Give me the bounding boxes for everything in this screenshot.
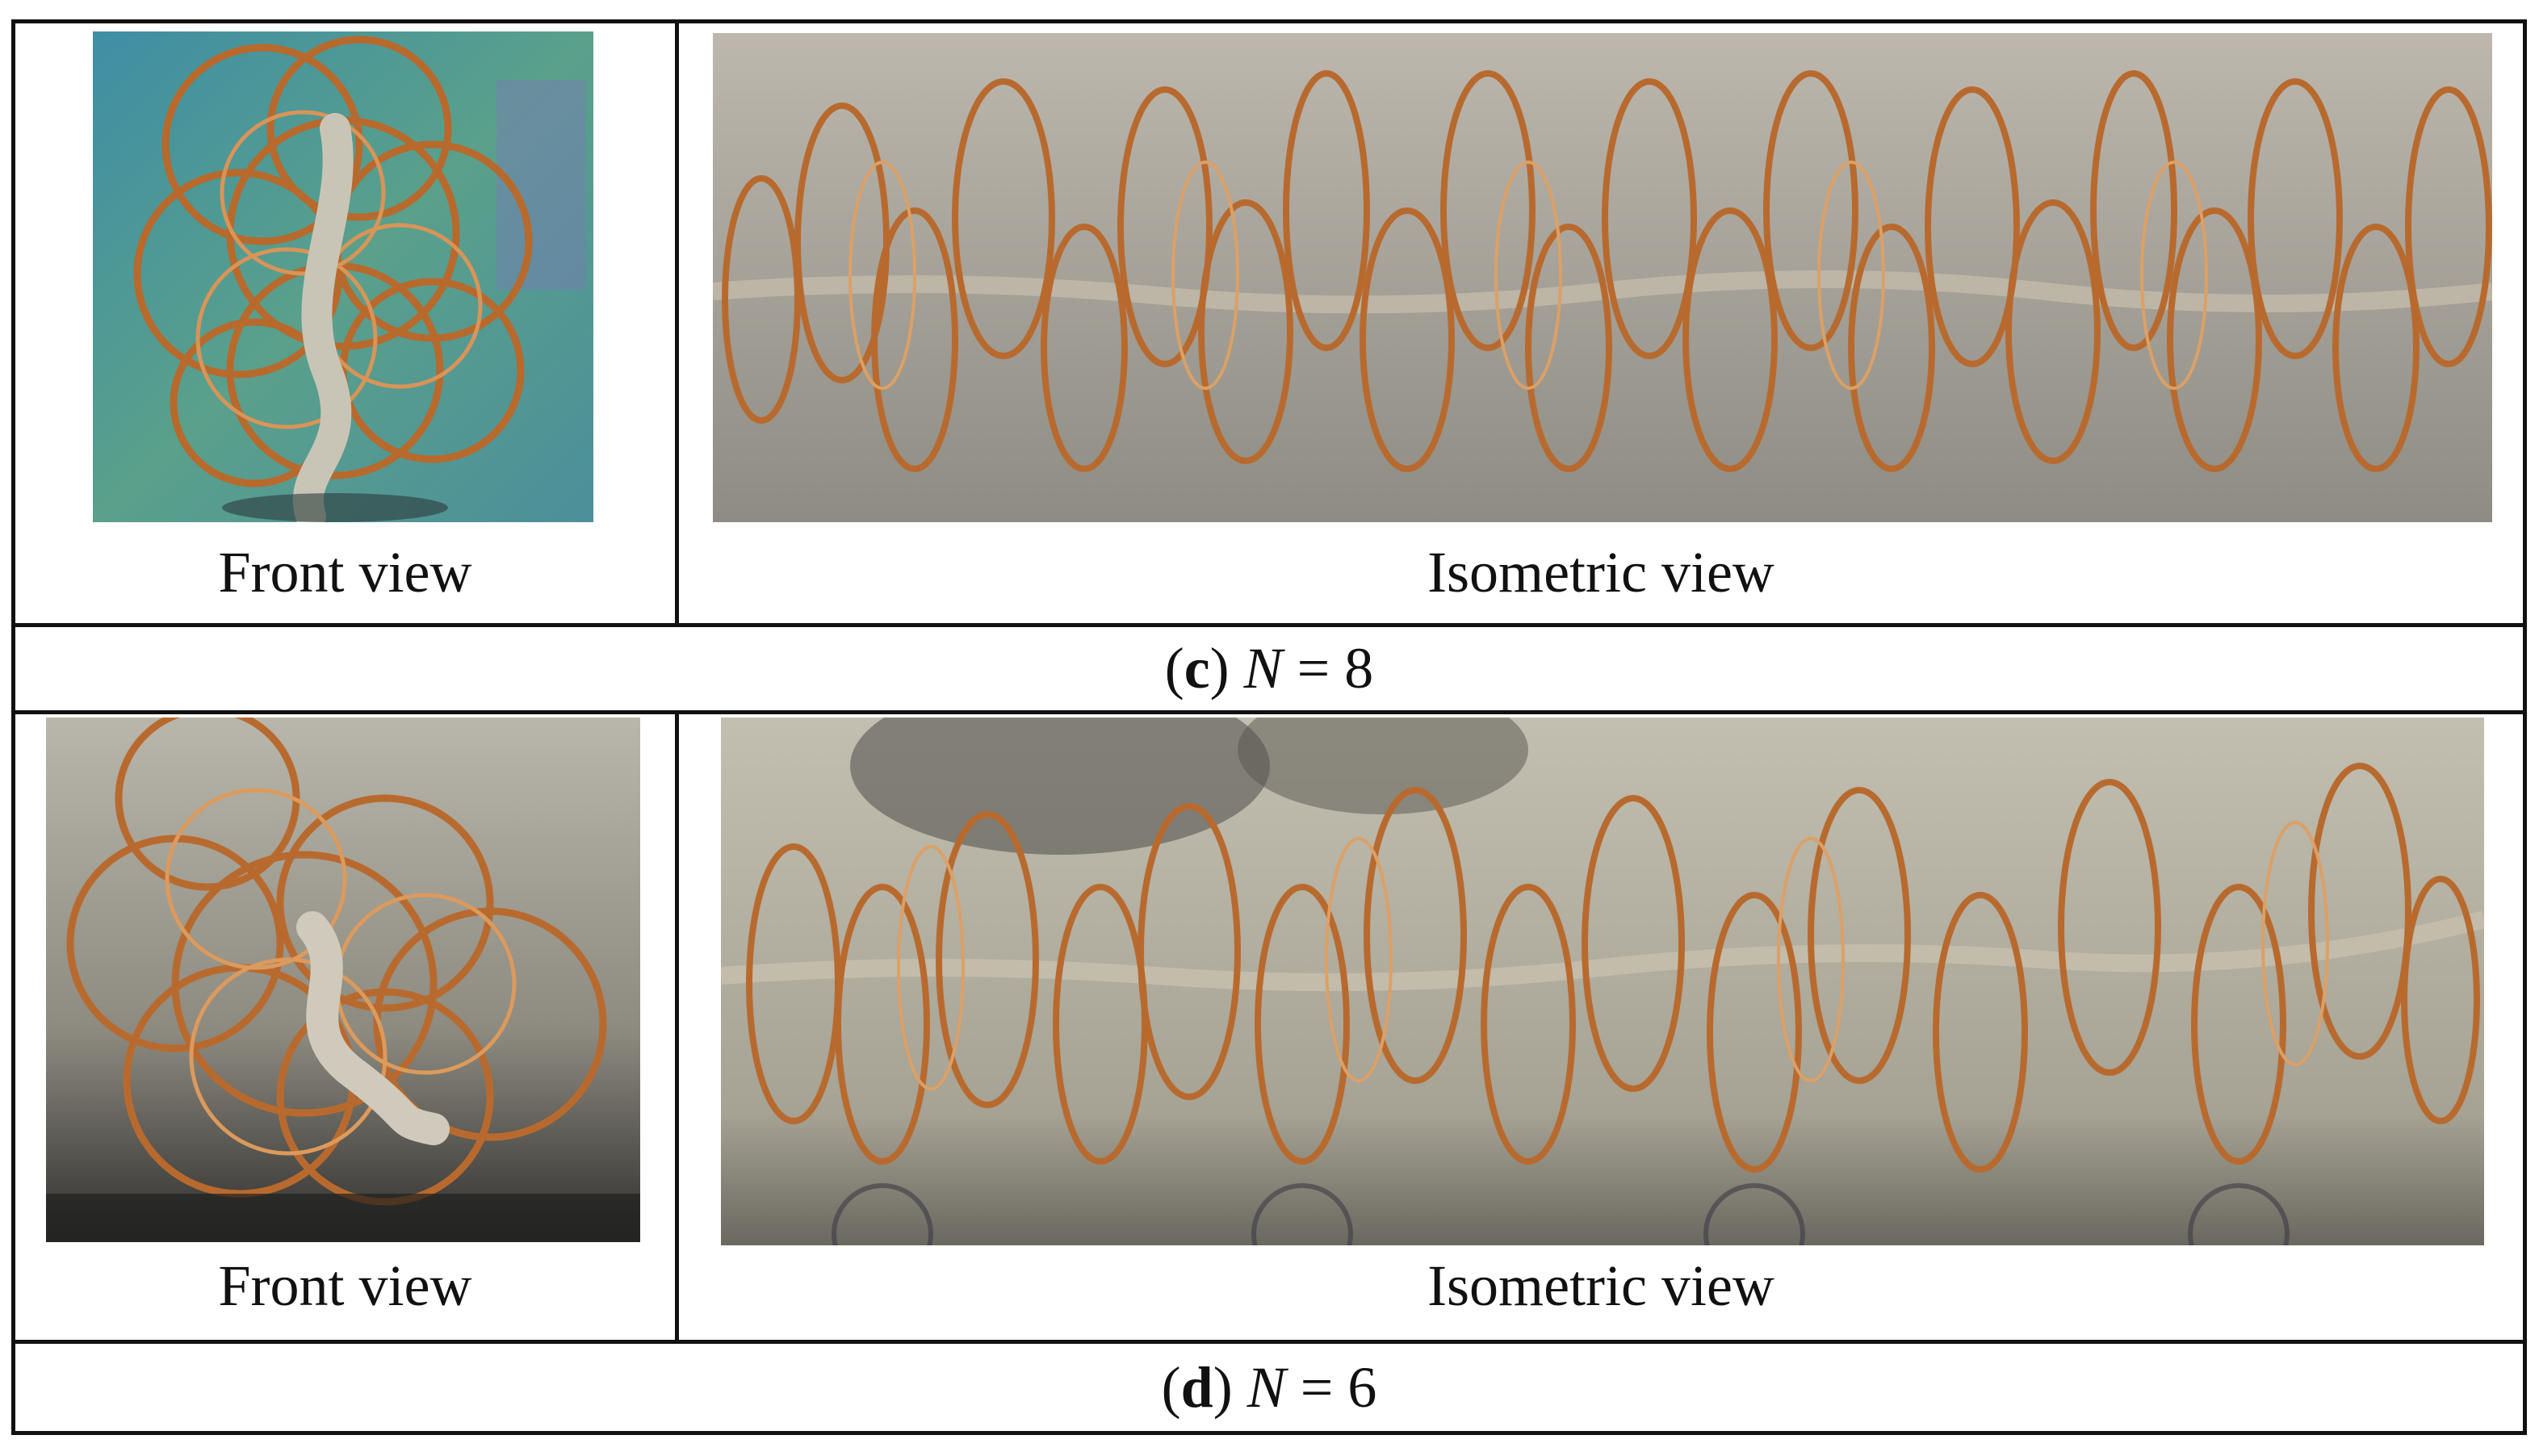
panel-d-front-label: Front view [218,1253,472,1318]
panel-d-front-cell: Front view [15,714,679,1340]
panel-d-iso-cell: Isometric view [679,714,2523,1340]
panel-c-iso-label: Isometric view [1427,540,1774,605]
caption-variable: N [1246,1354,1286,1420]
figure-table: Front view [11,19,2527,1435]
caption-letter: c [1184,636,1210,701]
panel-d-iso-photo [721,718,2484,1245]
panel-c-caption: (c) N = 8 [15,627,2523,714]
panel-c-front-cell: Front view [15,23,679,623]
panel-c-image-row: Front view [15,23,2523,627]
caption-close-paren: ) [1209,636,1230,701]
caption-equals: = [1285,1354,1348,1420]
panel-c-iso-cell: Isometric view [679,23,2523,623]
caption-value: 6 [1347,1354,1377,1420]
panel-d-caption: (d) N = 6 [15,1344,2523,1431]
caption-value: 8 [1344,636,1374,701]
panel-c-iso-photo [713,33,2492,522]
iso-coil-illustration-c [713,33,2492,522]
panel-d-front-photo [46,718,640,1242]
caption-letter: d [1180,1354,1213,1420]
panel-c-front-photo [93,31,593,522]
caption-close-paren: ) [1213,1354,1233,1420]
panel-c-front-label: Front view [218,540,472,605]
caption-open-paren: ( [1164,636,1184,701]
caption-open-paren: ( [1161,1354,1181,1420]
panel-d-iso-label: Isometric view [1427,1253,1774,1318]
caption-variable: N [1243,636,1283,701]
front-coil-illustration-d [46,718,640,1242]
iso-coil-illustration-d [721,718,2484,1245]
panel-d-image-row: Front view [15,714,2523,1344]
front-coil-illustration-c [93,31,593,522]
caption-equals: = [1282,636,1345,701]
